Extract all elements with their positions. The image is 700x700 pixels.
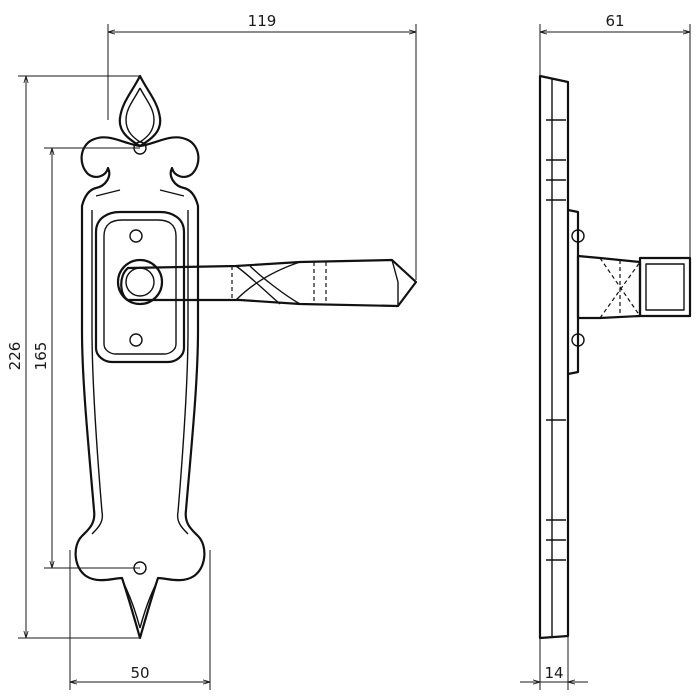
dimension-hole-spacing: 165 — [32, 147, 140, 569]
dimension-plate-width: 50 — [69, 550, 211, 690]
dimension-side-depth: 61 — [539, 12, 691, 258]
dim-label-top-width: 119 — [248, 12, 277, 30]
dim-label-hole-spacing: 165 — [32, 342, 50, 371]
dimension-plate-thickness: 14 — [520, 636, 588, 690]
dim-label-plate-width: 50 — [130, 664, 149, 682]
side-view — [538, 74, 692, 640]
front-view-backplate — [74, 74, 206, 640]
dim-label-plate-thickness: 14 — [544, 664, 563, 682]
dimension-top-width: 119 — [107, 12, 417, 280]
dim-label-overall-height: 226 — [6, 342, 24, 371]
dim-label-side-depth: 61 — [605, 12, 624, 30]
dimension-overall-height: 226 — [6, 75, 140, 639]
front-view-lever — [120, 258, 418, 308]
